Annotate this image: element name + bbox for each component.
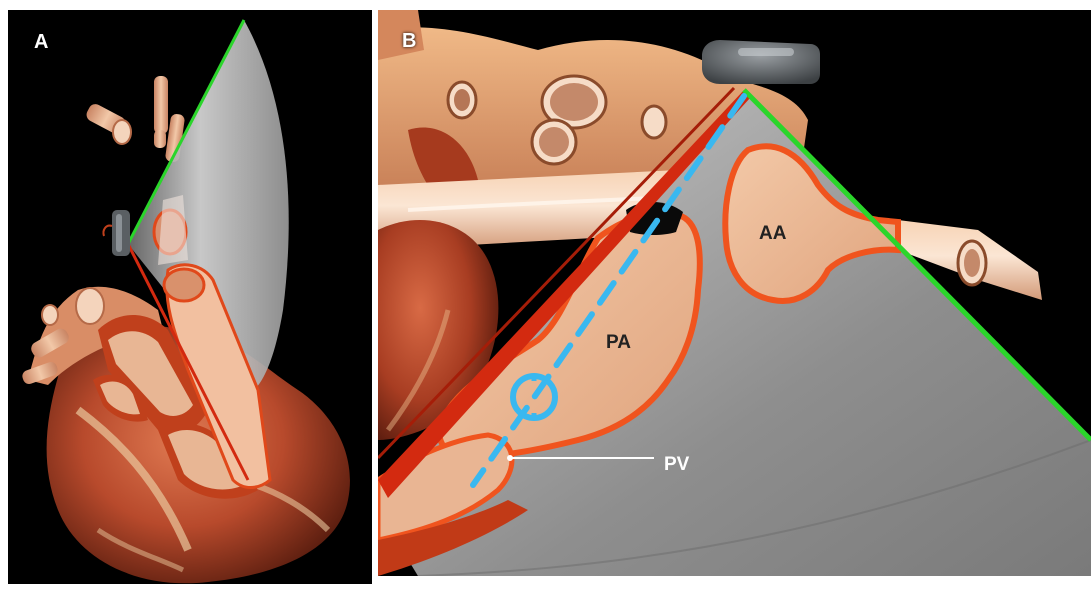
panel-letter-a: A [34,32,48,52]
panel-a: A [8,10,372,584]
ultrasound-probe-icon [103,210,130,256]
vessel-stubs [84,76,185,163]
ultrasound-probe-icon [702,40,820,84]
panel-letter-b: B [402,31,416,51]
panel-b-illustration [378,10,1091,576]
pa-label: PA [606,333,631,353]
panel-a-illustration [8,10,372,584]
aa-label: AA [759,224,786,244]
panel-b: B AA PA PV [378,10,1091,576]
pv-label: PV [664,455,689,475]
